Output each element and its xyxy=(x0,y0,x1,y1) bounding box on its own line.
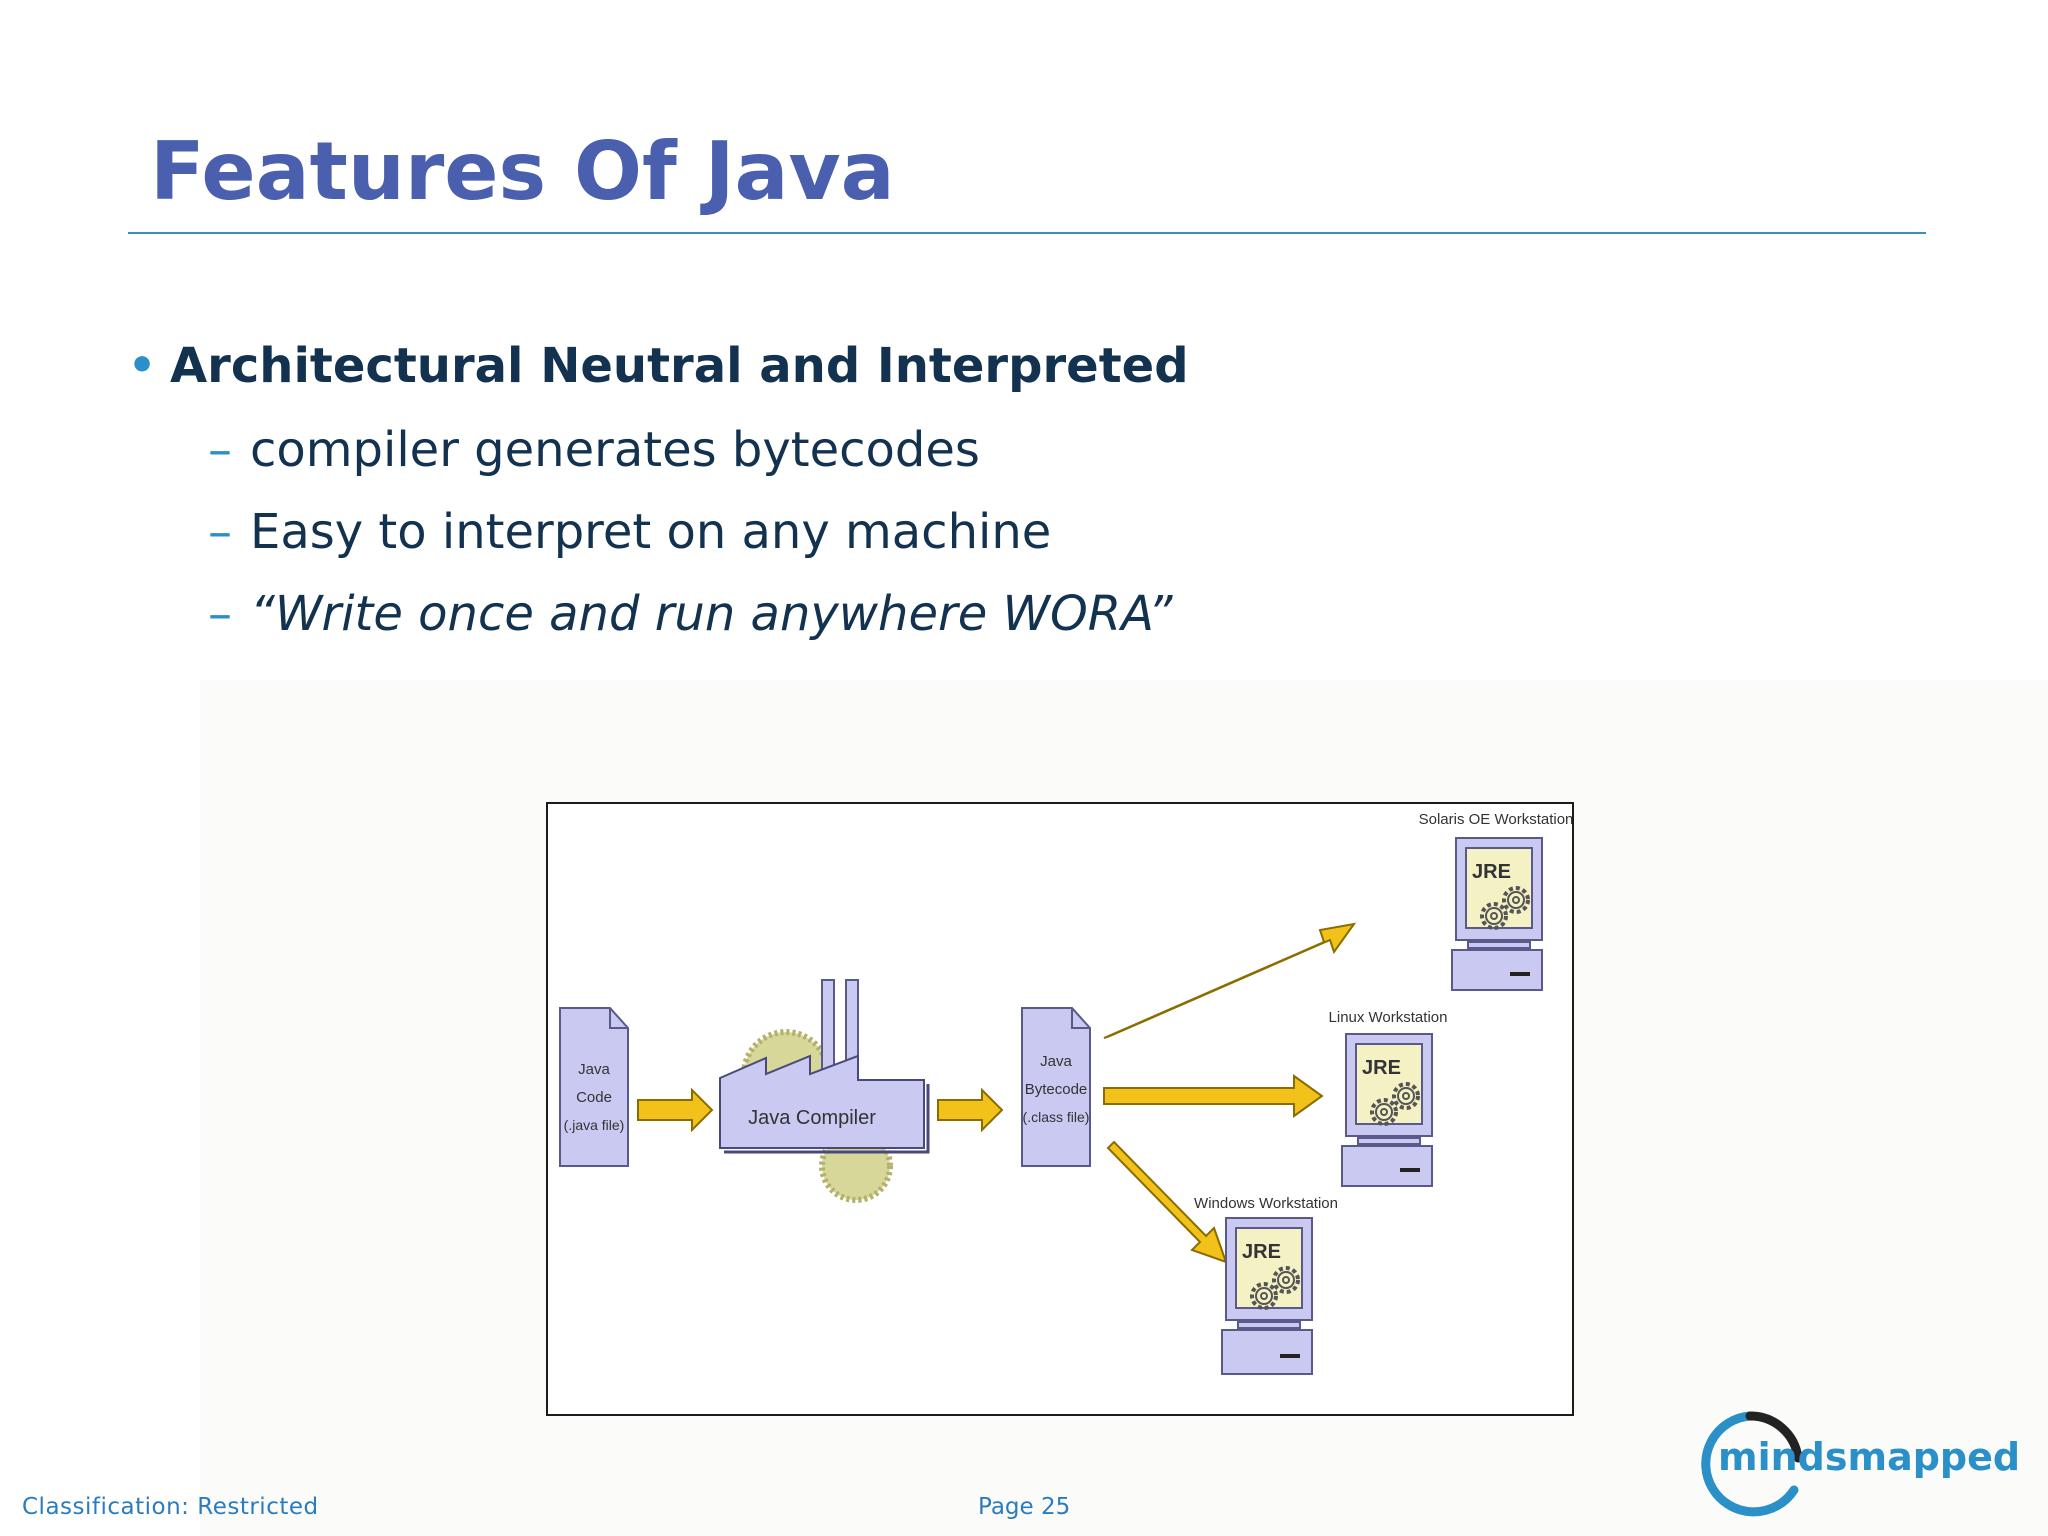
classification-label: Classification: Restricted xyxy=(22,1494,319,1520)
bytecode-document-icon: Java Bytecode (.class file) xyxy=(1021,1007,1091,1167)
sub-bullet-text: Easy to interpret on any machine xyxy=(250,504,1052,560)
slide-title: Features Of Java xyxy=(150,125,895,218)
sub-bullet-text: “Write once and run anywhere WORA” xyxy=(250,586,1173,642)
java-code-label-3: (.java file) xyxy=(564,1117,625,1133)
java-code-label-2: Code xyxy=(576,1089,612,1106)
arrow-icon xyxy=(937,1087,1004,1133)
bytecode-label-2: Bytecode xyxy=(1025,1081,1088,1098)
arrow-icon xyxy=(1103,1074,1324,1118)
mindsmapped-logo: mindsmapped xyxy=(1688,1398,2028,1518)
linux-label: Linux Workstation xyxy=(1329,1009,1448,1026)
compiler-label: Java Compiler xyxy=(748,1107,876,1129)
windows-label: Windows Workstation xyxy=(1194,1195,1338,1212)
title-underline xyxy=(128,232,1926,234)
dash-icon: – xyxy=(208,586,232,642)
java-code-document-icon: Java Code (.java file) xyxy=(559,1007,629,1167)
bytecode-label-3: (.class file) xyxy=(1023,1109,1090,1125)
jre-label: JRE xyxy=(1362,1057,1401,1079)
bullet-dot-icon: • xyxy=(128,340,157,391)
dash-icon: – xyxy=(208,504,232,560)
logo-wordmark: mindsmapped xyxy=(1718,1435,2020,1479)
solaris-label: Solaris OE Workstation xyxy=(1419,811,1572,828)
linux-workstation-icon: Linux Workstation JRE xyxy=(1329,1009,1448,1187)
windows-workstation-icon: Windows Workstation JRE xyxy=(1194,1195,1338,1375)
arrow-icon xyxy=(1106,1140,1228,1264)
java-code-label-1: Java xyxy=(578,1061,610,1078)
sub-bullet-text: compiler generates bytecodes xyxy=(250,422,980,478)
arrow-icon xyxy=(637,1087,714,1133)
java-compiler-icon: Java Compiler xyxy=(719,979,930,1203)
arrow-icon xyxy=(1103,922,1357,1039)
java-compilation-diagram: Java Code (.java file) Java Compiler xyxy=(546,802,1574,1416)
jre-label: JRE xyxy=(1242,1241,1281,1263)
bytecode-label-1: Java xyxy=(1040,1053,1072,1070)
page-number: Page 25 xyxy=(978,1494,1071,1520)
solaris-workstation-icon: Solaris OE Workstation JRE xyxy=(1419,811,1572,991)
dash-icon: – xyxy=(208,422,232,478)
bullet-heading-text: Architectural Neutral and Interpreted xyxy=(170,338,1189,394)
jre-label: JRE xyxy=(1472,861,1511,883)
